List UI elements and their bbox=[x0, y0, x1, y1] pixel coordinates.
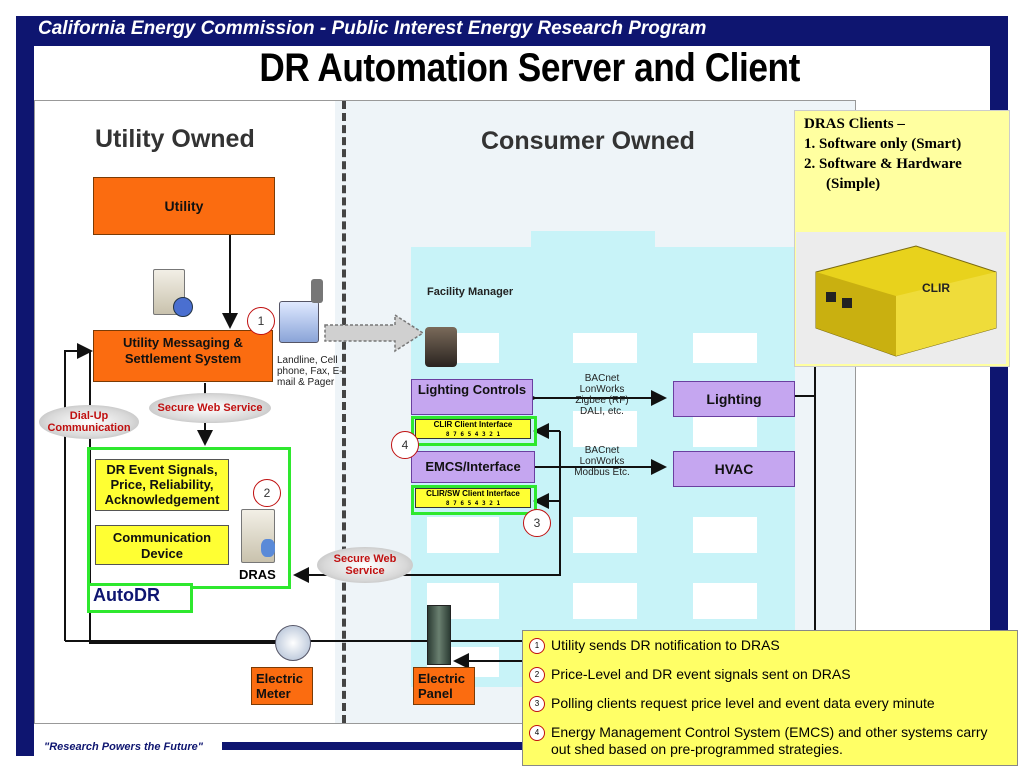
device-brand-text: CLIR bbox=[922, 281, 950, 295]
utility-owned-header: Utility Owned bbox=[95, 125, 255, 153]
building-top bbox=[531, 231, 655, 249]
autodr-tab bbox=[87, 583, 193, 613]
user-icon bbox=[173, 297, 193, 317]
lighting-controls-box: Lighting Controls bbox=[411, 379, 533, 415]
legend-number-icon: 4 bbox=[529, 725, 545, 741]
footer-bar bbox=[222, 742, 522, 750]
emcs-interface-box: EMCS/Interface bbox=[411, 451, 535, 483]
legend-number-icon: 2 bbox=[529, 667, 545, 683]
autodr-label: AutoDR bbox=[93, 585, 160, 605]
dr-event-signals-box: DR Event Signals, Price, Reliability, Ac… bbox=[95, 459, 229, 511]
protocols-label-1: BACnet LonWorks Zigbee (RF) DALI, etc. bbox=[575, 373, 629, 417]
electric-panel-icon bbox=[427, 605, 451, 665]
dras-clients-title: DRAS Clients – bbox=[804, 116, 905, 132]
dras-device-photo: CLIR bbox=[796, 232, 1006, 364]
facility-manager-icon bbox=[425, 327, 457, 367]
database-icon bbox=[261, 539, 275, 557]
header-bar bbox=[16, 16, 1008, 46]
hvac-box: HVAC bbox=[673, 451, 795, 487]
dras-label: DRAS bbox=[239, 567, 276, 582]
facility-manager-label: Facility Manager bbox=[427, 286, 514, 298]
electric-panel-box: Electric Panel bbox=[413, 667, 475, 705]
consumer-owned-header: Consumer Owned bbox=[481, 127, 695, 155]
tagline: "Research Powers the Future" bbox=[44, 741, 203, 753]
step-marker-1: 1 bbox=[247, 307, 275, 335]
communication-device-box: Communication Device bbox=[95, 525, 229, 565]
program-title: California Energy Commission - Public In… bbox=[38, 18, 707, 39]
utility-messaging-box: Utility Messaging & Settlement System bbox=[93, 330, 273, 382]
protocols-label-2: BACnet LonWorks Modbus Etc. bbox=[574, 445, 630, 478]
clir-device-image: CLIR bbox=[815, 245, 997, 357]
legend-number-icon: 3 bbox=[529, 696, 545, 712]
secure-web-service-cloud-2: Secure Web Service bbox=[317, 547, 413, 583]
phone-icon bbox=[311, 279, 323, 303]
dras-clients-line-1: 1. Software only (Smart) bbox=[804, 136, 962, 152]
utility-box: Utility bbox=[93, 177, 275, 235]
clir-sw-client-interface: CLIR/SW Client Interface 8 7 6 5 4 3 2 1 bbox=[415, 488, 531, 508]
clir-sw-client-frame bbox=[411, 485, 537, 515]
electric-meter-box: Electric Meter bbox=[251, 667, 313, 705]
clir-sw-client-bits: 8 7 6 5 4 3 2 1 bbox=[445, 500, 501, 507]
step-marker-3: 3 bbox=[523, 509, 551, 537]
comm-devices-label: Landline, Cell phone, Fax, E-mail & Page… bbox=[277, 355, 343, 388]
dial-up-cloud: Dial-Up Communication bbox=[39, 405, 139, 439]
dras-clients-text: DRAS Clients – 1. Software only (Smart) … bbox=[804, 114, 962, 194]
left-frame-bar bbox=[16, 16, 34, 756]
step-marker-4: 4 bbox=[391, 431, 419, 459]
clir-client-bits: 8 7 6 5 4 3 2 1 bbox=[445, 431, 501, 438]
lighting-box: Lighting bbox=[673, 381, 795, 417]
dras-clients-line-2: 2. Software & Hardware bbox=[804, 156, 962, 172]
diagram-area: Utility Owned Consumer Owned Utility bbox=[34, 100, 856, 724]
dras-clients-line-3: (Simple) bbox=[826, 176, 881, 192]
clir-client-interface: CLIR Client Interface 8 7 6 5 4 3 2 1 bbox=[415, 419, 531, 439]
secure-web-service-cloud: Secure Web Service bbox=[149, 393, 271, 423]
step-marker-2: 2 bbox=[253, 479, 281, 507]
ownership-divider bbox=[342, 101, 346, 723]
computer-icon bbox=[279, 301, 319, 343]
electric-meter-icon bbox=[275, 625, 311, 661]
slide-title: DR Automation Server and Client bbox=[259, 46, 800, 90]
legend-number-icon: 1 bbox=[529, 638, 545, 654]
clir-client-frame bbox=[411, 416, 537, 446]
